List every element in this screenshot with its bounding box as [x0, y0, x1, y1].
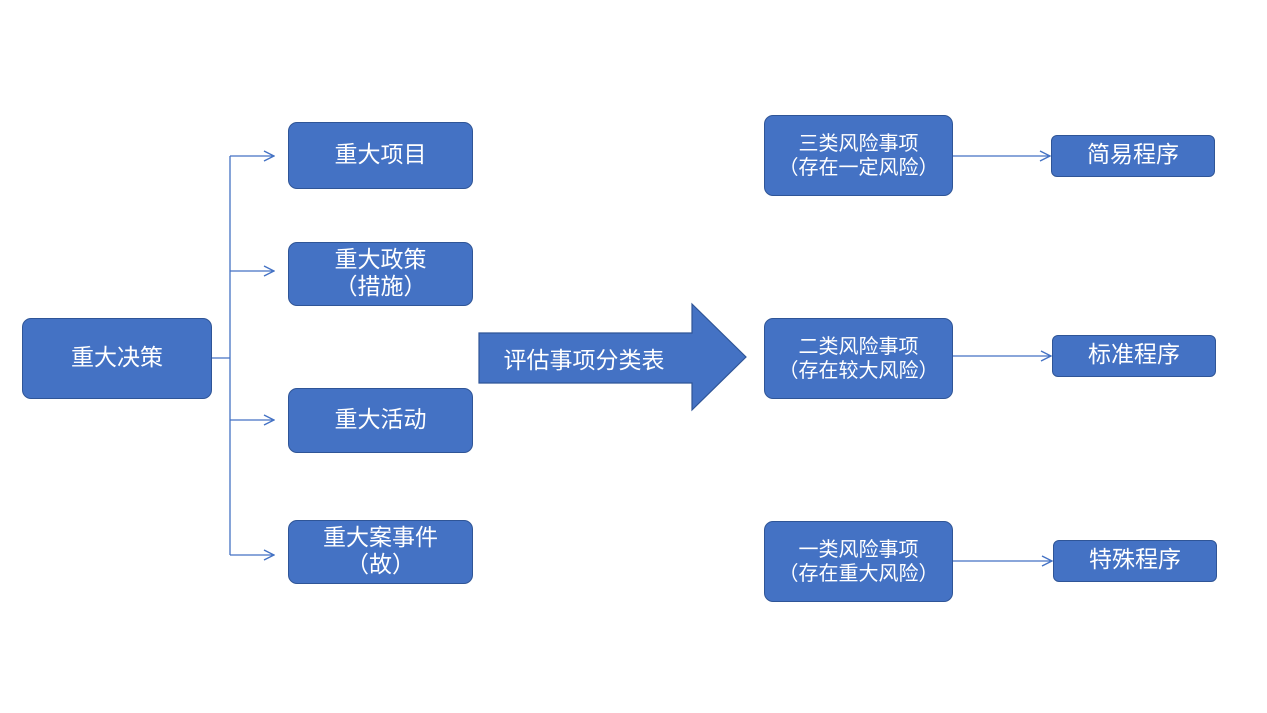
procedure-node-3: 特殊程序: [1053, 540, 1217, 582]
risk-level-node-3: 一类风险事项 （存在重大风险）: [764, 521, 953, 602]
procedure-node-1: 简易程序: [1051, 135, 1215, 177]
category-node-2: 重大政策 （措施）: [288, 242, 473, 306]
category-node-sublabel: （措施）: [334, 274, 427, 300]
category-node-label: 重大案事件: [323, 524, 438, 551]
risk-level-sublabel: （存在较大风险）: [778, 357, 939, 382]
procedure-node-2: 标准程序: [1052, 335, 1216, 377]
risk-level-sublabel: （存在一定风险）: [778, 154, 939, 179]
category-node-3: 重大活动: [288, 388, 473, 453]
category-node-4: 重大案事件 （故）: [288, 520, 473, 584]
root-node-major-decision: 重大决策: [22, 318, 212, 399]
procedure-label: 标准程序: [1088, 342, 1180, 369]
category-node-sublabel: （故）: [346, 552, 415, 578]
risk-level-sublabel: （存在重大风险）: [778, 560, 939, 585]
category-node-label: 重大政策: [334, 246, 427, 273]
category-node-label: 重大项目: [334, 141, 427, 168]
category-node-1: 重大项目: [288, 122, 473, 189]
process-block-arrow: [478, 302, 747, 412]
risk-level-node-1: 三类风险事项 （存在一定风险）: [764, 115, 953, 196]
procedure-label: 简易程序: [1087, 142, 1179, 169]
root-bracket-line: [212, 156, 231, 555]
category-node-label: 重大活动: [334, 406, 427, 433]
risk-level-label: 三类风险事项: [798, 130, 919, 155]
procedure-label: 特殊程序: [1089, 547, 1181, 574]
process-arrow-label: 评估事项分类表: [503, 348, 665, 374]
risk-level-label: 一类风险事项: [798, 536, 919, 561]
risk-level-label: 二类风险事项: [798, 333, 919, 358]
risk-level-node-2: 二类风险事项 （存在较大风险）: [764, 318, 953, 399]
root-node-label: 重大决策: [71, 344, 163, 371]
